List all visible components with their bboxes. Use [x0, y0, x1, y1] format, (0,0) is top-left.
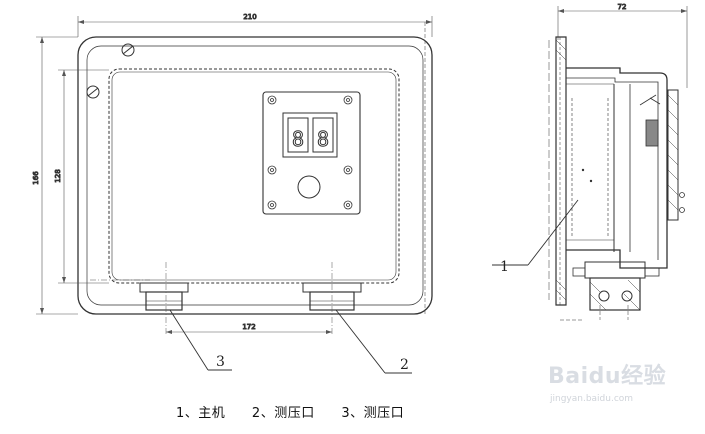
- side-view: 72: [548, 3, 688, 321]
- dimension-lines: [36, 16, 433, 333]
- callout-leaders: [169, 199, 579, 374]
- dim-overall-width: 210: [243, 13, 256, 21]
- cover-plate: [108, 68, 400, 284]
- legend-caption: 1、主机 2、测压口 3、测压口: [0, 402, 705, 421]
- dim-port-spacing: 172: [242, 323, 255, 331]
- display-digit-1: 8: [292, 127, 304, 151]
- watermark-url: jingyan.baidu.com: [550, 394, 634, 404]
- panel-mount-holes: [267, 95, 353, 210]
- housing-outer: [77, 36, 433, 315]
- housing-inner-line: [86, 45, 424, 306]
- dim-side-depth: 72: [618, 3, 627, 11]
- display-digit-2: 8: [317, 127, 329, 151]
- display-panel: [262, 91, 361, 215]
- dim-inner-height: 128: [54, 169, 62, 182]
- watermark-brand: Baidu经验: [548, 364, 667, 389]
- adjust-knob: [297, 175, 321, 199]
- callout-3: 3: [216, 354, 225, 370]
- callout-2: 2: [400, 357, 409, 373]
- dim-overall-height: 166: [32, 171, 40, 185]
- legend-item-3: 3、测压口: [341, 406, 405, 421]
- front-view: 210 166 128 172: [32, 13, 433, 336]
- legend-item-1: 1、主机: [176, 406, 226, 421]
- screw-left-icon: [86, 85, 100, 99]
- digit-window: [282, 112, 338, 158]
- legend-item-2: 2、测压口: [251, 406, 315, 421]
- watermark: Baidu经验 jingyan.baidu.com: [548, 356, 688, 416]
- screw-top-icon: [121, 43, 135, 57]
- port-left: [139, 282, 189, 311]
- callout-1: 1: [500, 259, 509, 275]
